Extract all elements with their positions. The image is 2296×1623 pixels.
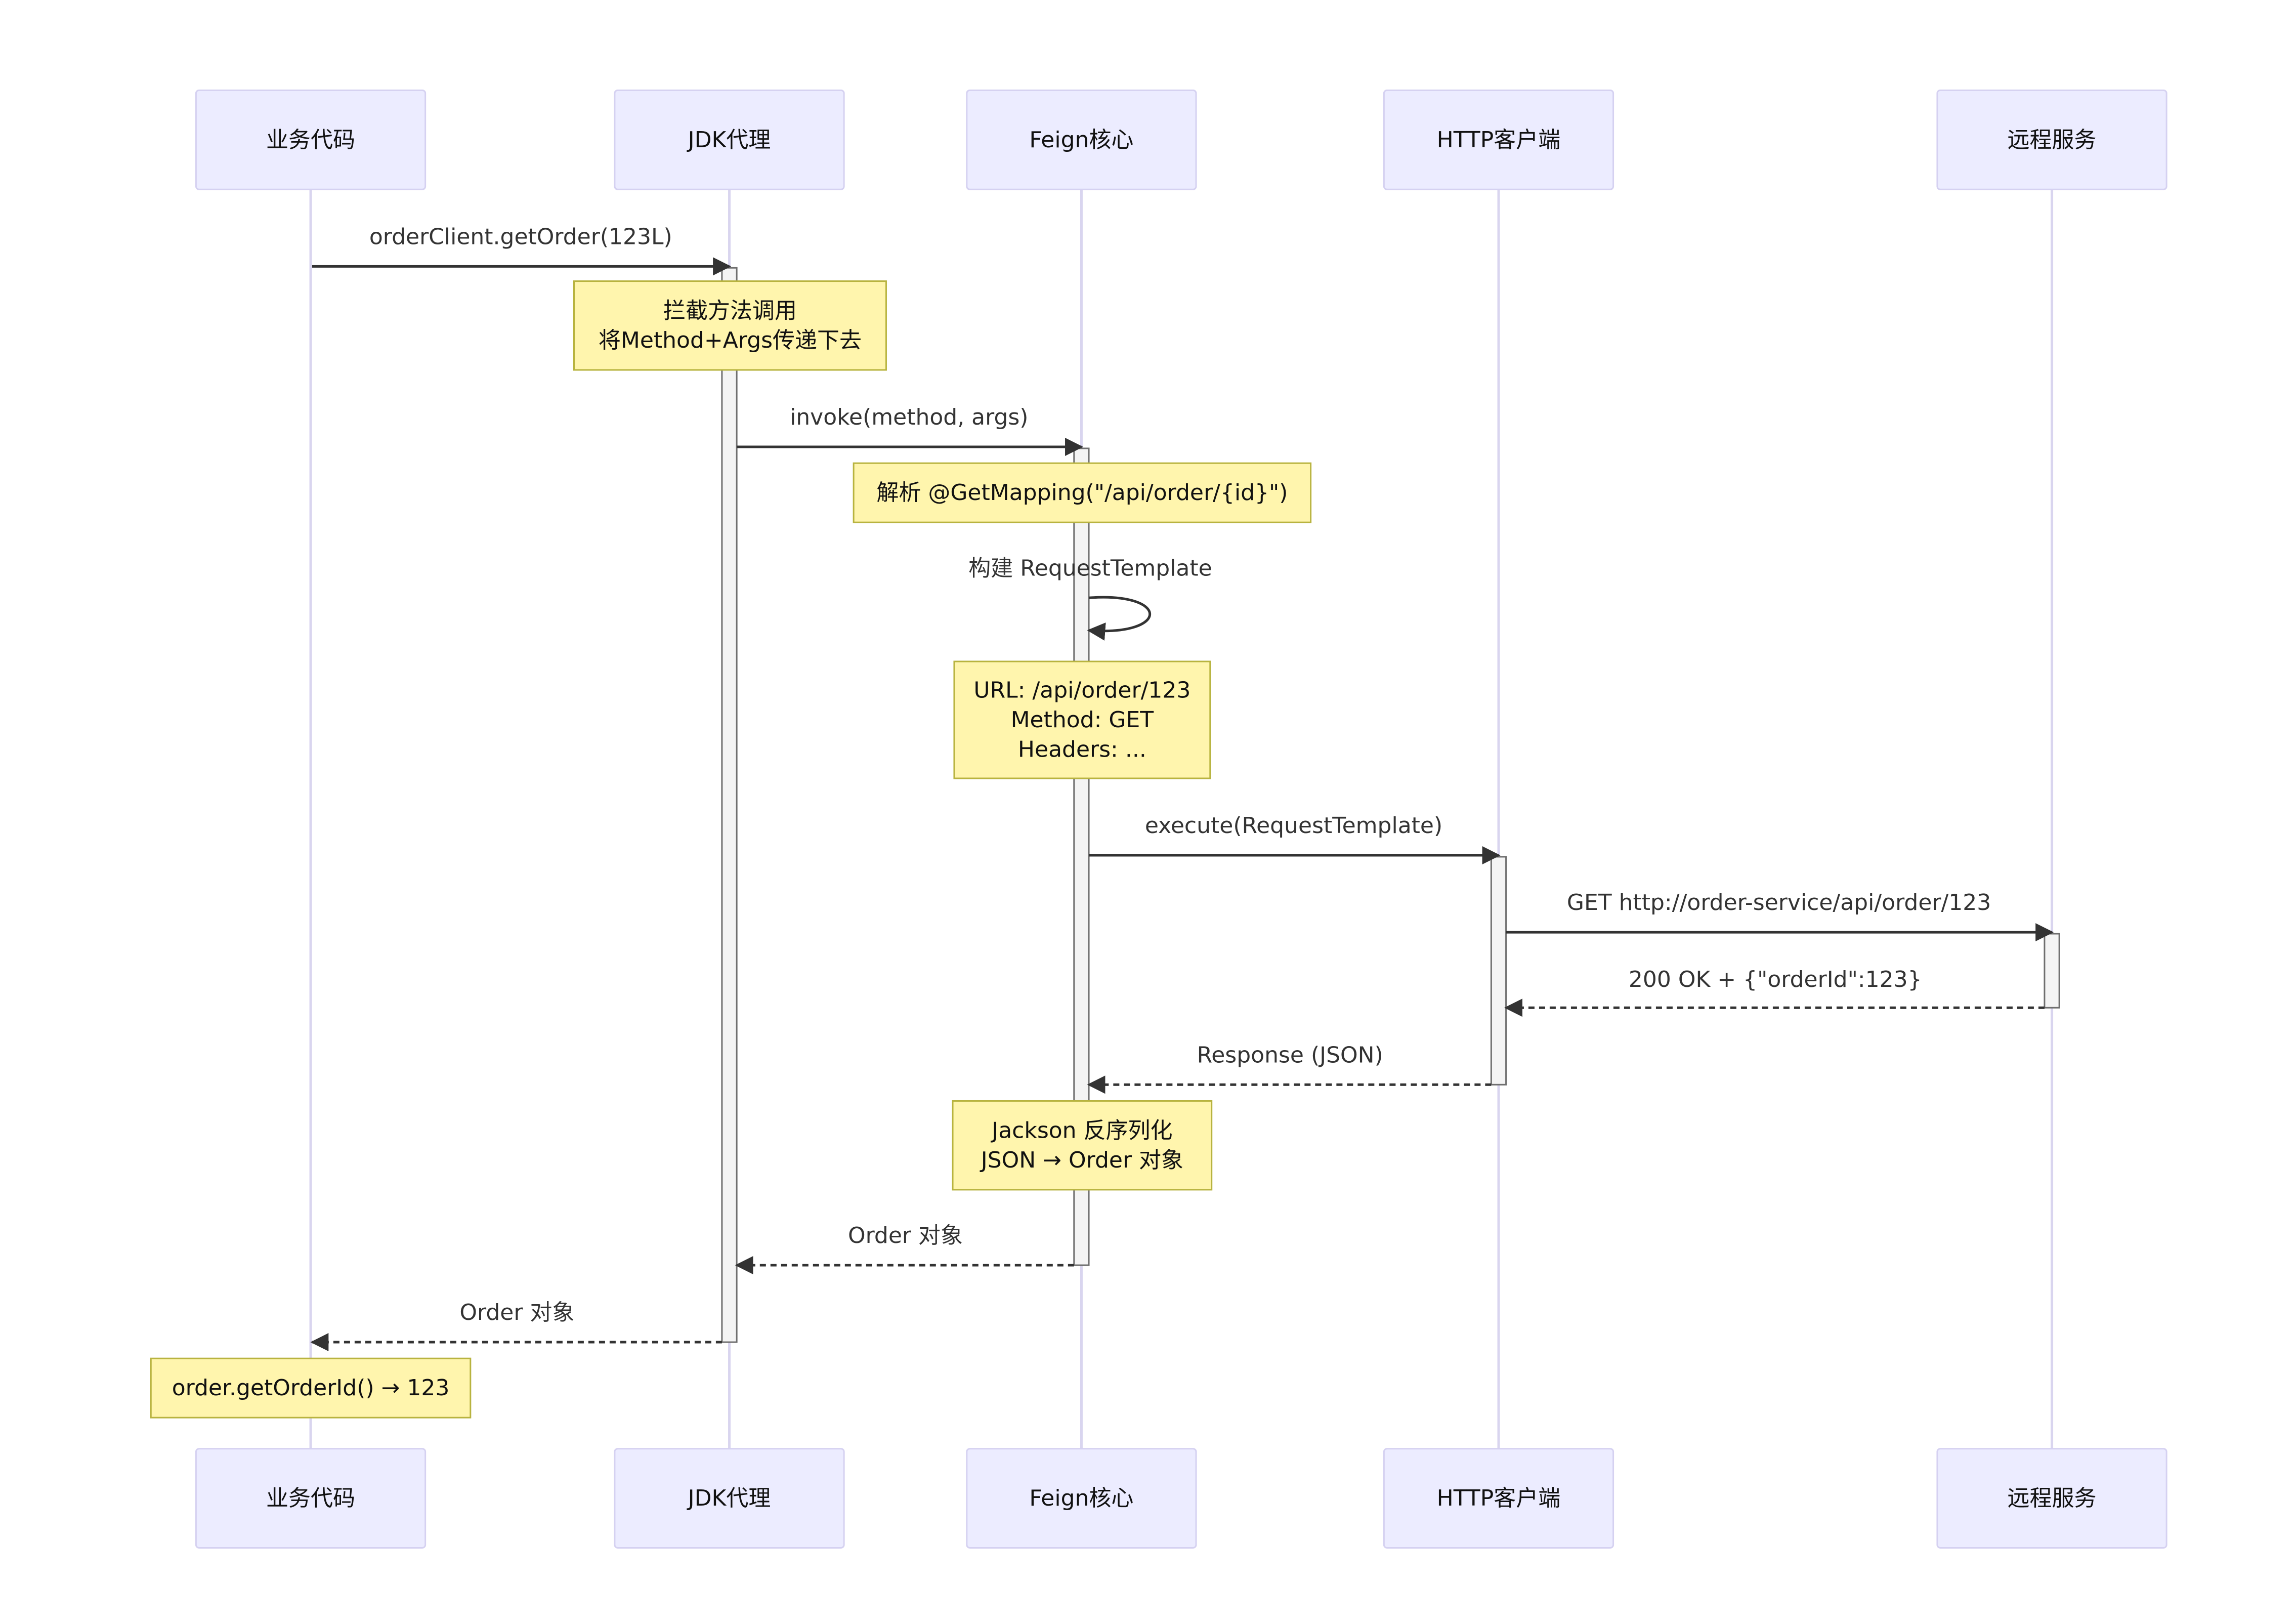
- participant-box: [966, 89, 1197, 190]
- participant-jdk-bottom: JDK代理: [614, 1448, 845, 1549]
- note-line: Headers: ...: [1018, 736, 1146, 762]
- messages: orderClient.getOrder(123L) invoke(method,…: [310, 224, 2054, 1352]
- message-arrow: [1087, 596, 1151, 641]
- note-line: URL: /api/order/123: [973, 678, 1190, 703]
- participant-box: [614, 1448, 845, 1549]
- note-5: order.getOrderId() → 123: [150, 1357, 472, 1419]
- note-box: [953, 660, 1211, 779]
- message-label: execute(RequestTemplate): [1145, 813, 1442, 839]
- message-label: Response (JSON): [1197, 1042, 1383, 1068]
- activation-http: [1490, 856, 1507, 1086]
- message-label: invoke(method, args): [790, 404, 1028, 430]
- participant-jdk-top: JDK代理: [614, 89, 845, 190]
- note-2: 解析 @GetMapping("/api/order/{id}"): [853, 462, 1312, 523]
- participant-label: JDK代理: [687, 127, 771, 153]
- participant-box: [1383, 1448, 1614, 1549]
- message-9: Order 对象: [310, 1300, 722, 1352]
- message-label: Order 对象: [459, 1300, 574, 1325]
- message-4: execute(RequestTemplate): [1089, 813, 1501, 865]
- message-8: Order 对象: [735, 1223, 1074, 1274]
- message-1: orderClient.getOrder(123L): [312, 224, 732, 276]
- message-label: orderClient.getOrder(123L): [369, 224, 672, 249]
- participant-label: Feign核心: [1029, 1485, 1133, 1511]
- participant-label: HTTP客户端: [1437, 1485, 1561, 1511]
- message-7: Response (JSON): [1087, 1042, 1492, 1094]
- note-box: [573, 280, 887, 371]
- message-label: GET http://order-service/api/order/123: [1567, 890, 1991, 915]
- participant-feign-bottom: Feign核心: [966, 1448, 1197, 1549]
- participant-label: Feign核心: [1029, 127, 1133, 153]
- participant-box: [966, 1448, 1197, 1549]
- note-box: [952, 1100, 1213, 1191]
- participant-remote-bottom: 远程服务: [1936, 1448, 2167, 1549]
- participant-biz-bottom: 业务代码: [195, 1448, 427, 1549]
- note-line: 将Method+Args传递下去: [599, 327, 862, 353]
- participants-bottom: 业务代码 JDK代理 Feign核心 HTTP客户端 远程服务: [195, 1448, 2167, 1549]
- participant-label: 业务代码: [266, 1485, 355, 1511]
- activation-remote: [2044, 933, 2060, 1009]
- note-line: 解析 @GetMapping("/api/order/{id}"): [876, 480, 1288, 506]
- participant-label: 远程服务: [2008, 1485, 2097, 1511]
- activation-jdk: [721, 267, 738, 1343]
- message-label: 构建 RequestTemplate: [968, 555, 1212, 581]
- note-box: [150, 1357, 472, 1419]
- message-label: Order 对象: [848, 1223, 963, 1249]
- participants-top: 业务代码 JDK代理 Feign核心 HTTP客户端 远程服务: [195, 89, 2167, 190]
- note-line: 拦截方法调用: [663, 298, 797, 324]
- participant-http-top: HTTP客户端: [1383, 89, 1614, 190]
- participant-box: [195, 89, 427, 190]
- participant-box: [614, 89, 845, 190]
- participant-biz-top: 业务代码: [195, 89, 427, 190]
- participant-label: 业务代码: [266, 127, 355, 153]
- message-2: invoke(method, args): [737, 404, 1084, 456]
- participant-remote-top: 远程服务: [1936, 89, 2167, 190]
- note-line: JSON → Order 对象: [980, 1147, 1183, 1173]
- participant-box: [1383, 89, 1614, 190]
- participant-label: 远程服务: [2008, 127, 2097, 153]
- note-line: Jackson 反序列化: [990, 1117, 1172, 1143]
- message-5: GET http://order-service/api/order/123: [1506, 890, 2054, 942]
- participant-label: JDK代理: [687, 1485, 771, 1511]
- participant-http-bottom: HTTP客户端: [1383, 1448, 1614, 1549]
- note-4: Jackson 反序列化 JSON → Order 对象: [952, 1100, 1213, 1191]
- message-label: 200 OK + {"orderId":123}: [1629, 967, 1922, 992]
- participant-box: [195, 1448, 427, 1549]
- participant-label: HTTP客户端: [1437, 127, 1561, 153]
- note-line: order.getOrderId() → 123: [172, 1375, 450, 1401]
- message-6: 200 OK + {"orderId":123}: [1504, 967, 2045, 1017]
- participant-box: [1936, 1448, 2167, 1549]
- note-box: [853, 462, 1312, 523]
- participant-feign-top: Feign核心: [966, 89, 1197, 190]
- participant-box: [1936, 89, 2167, 190]
- note-line: Method: GET: [1011, 707, 1154, 733]
- message-3: 构建 RequestTemplate: [968, 555, 1212, 641]
